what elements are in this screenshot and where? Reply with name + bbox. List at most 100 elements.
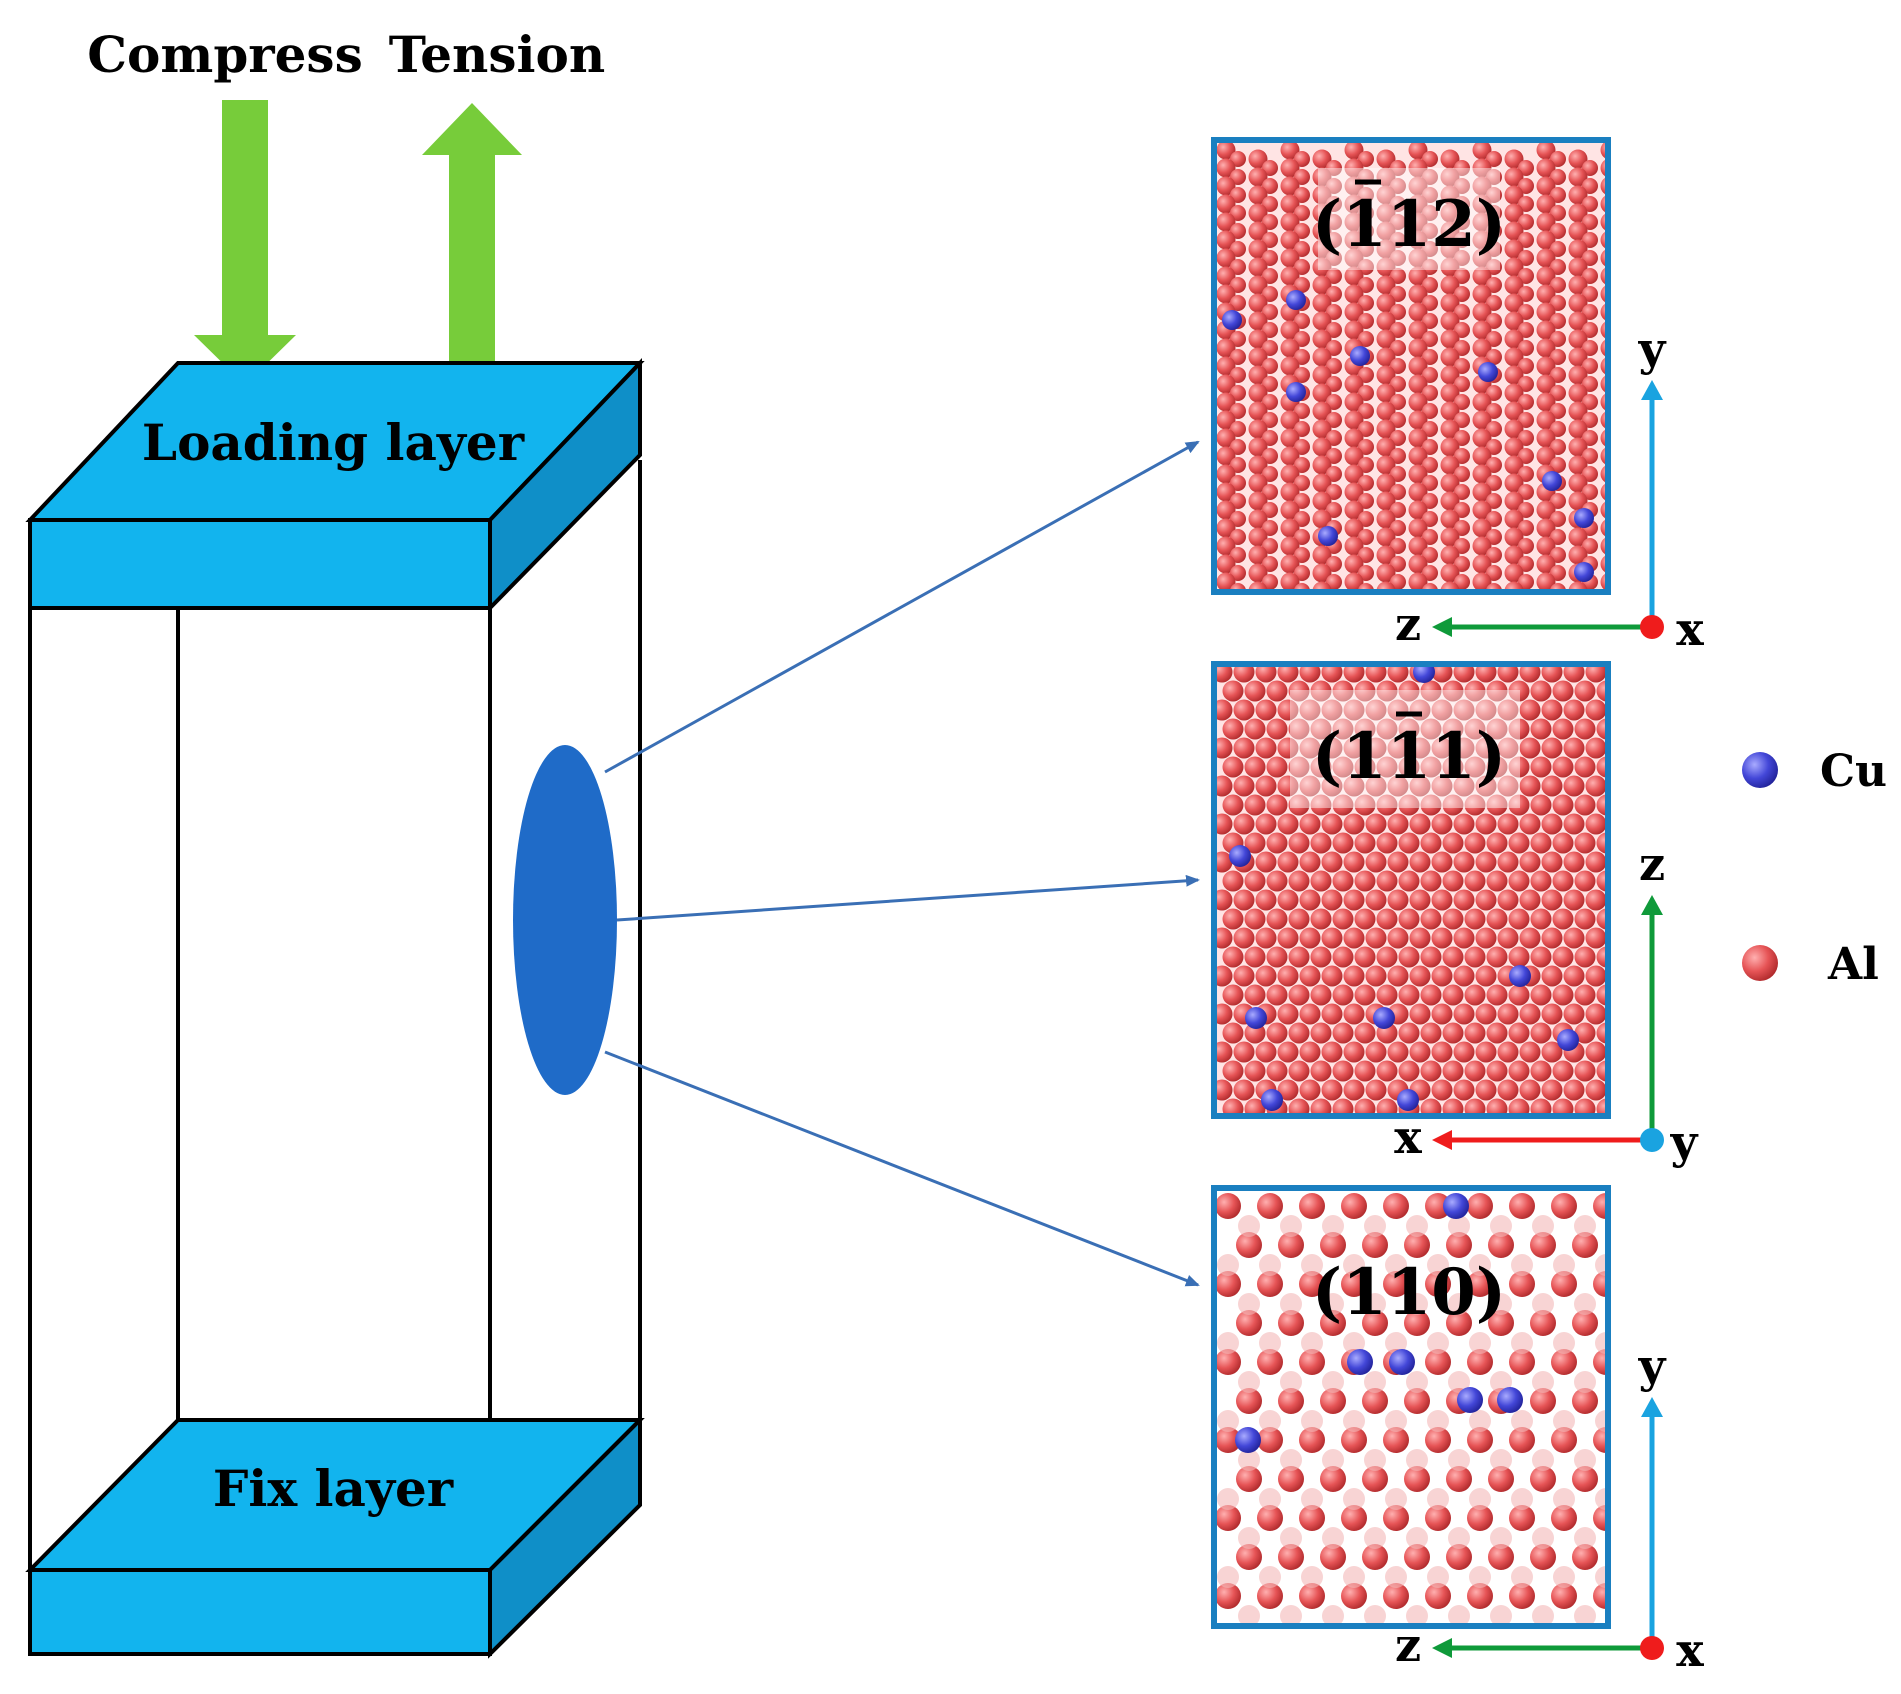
al-atom-back-layer xyxy=(1532,1215,1554,1237)
al-atom xyxy=(1508,1060,1530,1082)
al-atom xyxy=(1376,185,1396,205)
al-atom-back-layer xyxy=(1343,1566,1365,1588)
al-atom xyxy=(1475,1041,1497,1063)
al-atom xyxy=(1344,302,1364,322)
al-atom xyxy=(1288,794,1310,816)
al-atom xyxy=(1266,870,1288,892)
al-atom xyxy=(1344,500,1364,520)
al-atom xyxy=(1343,965,1365,987)
cu-atom xyxy=(1245,1007,1267,1029)
al-atom-back-layer xyxy=(1532,1293,1554,1315)
al-atom xyxy=(1563,851,1585,873)
al-atom xyxy=(1216,572,1236,590)
al-atom xyxy=(1362,1310,1388,1336)
al-atom xyxy=(1442,1060,1464,1082)
al-atom xyxy=(1248,491,1268,511)
al-atom xyxy=(1216,1003,1233,1025)
al-atom xyxy=(1216,212,1236,232)
cu-atom xyxy=(1350,346,1370,366)
cu-atom xyxy=(1478,362,1498,382)
al-atom xyxy=(1442,832,1464,854)
al-atom-back-layer xyxy=(1427,1332,1449,1354)
al-atom xyxy=(1255,889,1277,911)
al-atom xyxy=(1440,167,1460,187)
al-atom xyxy=(1530,870,1552,892)
al-atom xyxy=(1244,680,1266,702)
al-atom xyxy=(1536,338,1556,358)
al-atom xyxy=(1216,446,1236,466)
al-atom xyxy=(1568,275,1588,295)
al-atom xyxy=(1530,718,1552,740)
al-atom xyxy=(1596,680,1606,702)
al-atom xyxy=(1550,583,1566,590)
tension-label: Tension xyxy=(389,25,605,84)
al-atom xyxy=(1440,383,1460,403)
al-atom-back-layer xyxy=(1406,1293,1428,1315)
al-atom-back-layer xyxy=(1406,1605,1428,1624)
al-atom xyxy=(1310,680,1332,702)
al-atom xyxy=(1376,221,1396,241)
al-atom xyxy=(1344,536,1364,556)
al-atom xyxy=(1312,347,1332,367)
al-atom xyxy=(1216,1079,1233,1101)
al-atom xyxy=(1216,284,1236,304)
al-atom xyxy=(1453,965,1475,987)
al-atom xyxy=(1299,1079,1321,1101)
al-atom-back-layer xyxy=(1385,1410,1407,1432)
al-atom xyxy=(1354,794,1376,816)
al-atom xyxy=(1216,356,1236,376)
al-atom xyxy=(1343,1079,1365,1101)
al-atom xyxy=(1600,249,1606,267)
al-atom xyxy=(1464,946,1486,968)
al-atom xyxy=(1376,563,1396,583)
al-atom xyxy=(1508,946,1530,968)
al-atom xyxy=(1508,984,1530,1006)
al-atom xyxy=(1255,851,1277,873)
al-atom xyxy=(1277,737,1299,759)
al-atom xyxy=(1216,737,1233,759)
al-atom xyxy=(1596,946,1606,968)
al-atom-back-layer xyxy=(1532,1449,1554,1471)
al-atom xyxy=(1614,565,1630,581)
al-atom xyxy=(1551,1193,1577,1219)
al-atom xyxy=(1536,230,1556,250)
al-atom xyxy=(1244,756,1266,778)
al-atom xyxy=(1497,666,1519,683)
al-atom xyxy=(1299,1041,1321,1063)
al-atom xyxy=(1266,718,1288,740)
al-atom xyxy=(1504,221,1524,241)
al-atom xyxy=(1541,965,1563,987)
al-atom xyxy=(1541,775,1563,797)
al-atom xyxy=(1563,927,1585,949)
al-atom xyxy=(1216,248,1236,268)
al-atom xyxy=(1486,832,1508,854)
al-atom-back-layer xyxy=(1553,1332,1575,1354)
al-atom xyxy=(1486,794,1508,816)
loading-layer xyxy=(25,358,645,613)
al-atom xyxy=(1536,266,1556,286)
al-atom xyxy=(1376,437,1396,457)
al-atom xyxy=(1585,927,1606,949)
al-atom xyxy=(1248,473,1268,493)
al-atom xyxy=(1299,1583,1325,1609)
al-atom xyxy=(1568,293,1588,313)
al-atom xyxy=(1266,794,1288,816)
al-atom xyxy=(1530,1544,1556,1570)
al-atom xyxy=(1536,356,1556,376)
loading-layer-label: Loading layer xyxy=(142,413,525,472)
axis-1-vertical-label: y xyxy=(1638,322,1667,376)
al-atom xyxy=(1299,889,1321,911)
al-atom-back-layer xyxy=(1238,1605,1260,1624)
al-atom xyxy=(1408,230,1428,250)
axis-2-horizontal-label: x xyxy=(1394,1110,1422,1164)
al-atom xyxy=(1596,1022,1606,1044)
al-atom xyxy=(1354,1022,1376,1044)
al-atom xyxy=(1530,908,1552,930)
al-atom xyxy=(1568,455,1588,475)
al-atom xyxy=(1563,775,1585,797)
axis-2-corner-label: y xyxy=(1670,1115,1699,1169)
al-atom xyxy=(1574,908,1596,930)
al-atom xyxy=(1585,965,1606,987)
al-atom xyxy=(1233,965,1255,987)
al-atom xyxy=(1508,1098,1530,1114)
